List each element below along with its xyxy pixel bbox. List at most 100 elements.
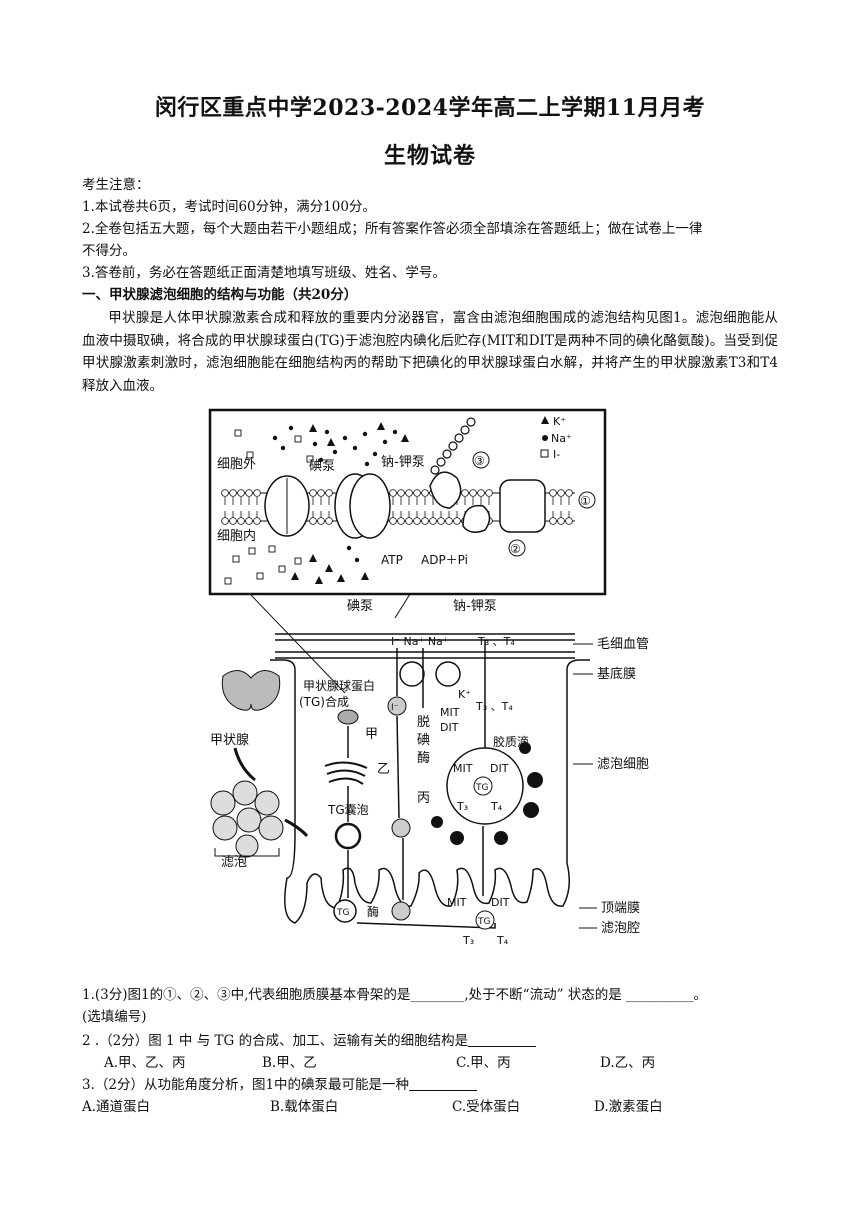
question-2-text: 2 .（2分）图 1 中 与 TG 的合成、加工、运输有关的细胞结构是: [82, 1033, 469, 1049]
q2-option-d[interactable]: D.乙、丙: [600, 1055, 656, 1071]
cell-label-dit-in: DIT: [490, 762, 509, 775]
paragraph-text: 甲状腺是人体甲状腺激素合成和释放的重要内分泌器官，富含由滤泡细胞围成的滤泡结构见…: [82, 310, 778, 394]
label-iodine-pump: 碘泵: [309, 459, 335, 474]
question-3: 3.（2分）从功能角度分析，图1中的碘泵最可能是一种: [82, 1074, 782, 1096]
q2-option-b[interactable]: B.甲、乙: [262, 1055, 317, 1071]
exam-subtitle: 生物试卷: [383, 143, 476, 169]
cell-label-dit: DIT: [440, 721, 459, 734]
cell-label-basement: 基底膜: [597, 666, 636, 682]
iodide-circle-2: [391, 818, 411, 838]
cell-label-tg-bottom: TG: [477, 917, 490, 927]
cell-label-i-1: I⁻: [391, 703, 399, 713]
cell-label-thyroid: 甲状腺: [210, 733, 249, 748]
figure-1: K⁺ Na⁺ I- 细胞外 细胞内 碘泵 钠-钾泵 ATP ADP＋Pi ① ②…: [195, 408, 665, 948]
legend: K⁺ Na⁺ I-: [540, 415, 572, 461]
question-3-blank[interactable]: [409, 1076, 478, 1091]
inset-connector-left: [249, 593, 346, 694]
question-2-blank[interactable]: [468, 1032, 537, 1047]
cell-label-ions: I⁻ Na⁺ Na⁺: [391, 635, 449, 648]
cell-label-mit-in: MIT: [453, 762, 473, 775]
cell-na-k-pump: [435, 661, 461, 687]
notice-item-3: 3.答卷前，务必在答题纸正面清楚地填写班级、姓名、学号。: [82, 265, 446, 281]
notice-item-2-cont: 不得分。: [82, 243, 136, 259]
cell-label-lumen: 滤泡腔: [601, 921, 640, 936]
follicular-cell-outline: [284, 659, 590, 924]
cell-label-apical: 顶端膜: [601, 901, 640, 916]
cell-iodine-pump: [399, 661, 425, 687]
cell-label-iodine-pump: 碘泵: [347, 599, 373, 614]
cell-label-yi: 乙: [377, 762, 390, 777]
cell-label-t3-in: T₃: [456, 800, 468, 813]
cell-label-dit-bottom: DIT: [491, 896, 510, 909]
follicle-arrow: [284, 818, 309, 838]
question-3-text: 3.（2分）从功能角度分析，图1中的碘泵最可能是一种: [82, 1077, 410, 1093]
cell-label-mit-bottom: MIT: [447, 896, 467, 909]
cell-label-mit: MIT: [440, 706, 460, 719]
cell-label-t4-bottom: T₄: [496, 934, 509, 947]
cell-label-t3t4-mid: T₃ 、T₄: [475, 700, 513, 713]
thyroid-gland-icon: [221, 670, 281, 711]
cell-label-deiodinase-2: 碘: [417, 733, 430, 748]
cell-label-deiodinase-3: 酶: [417, 750, 430, 766]
cell-label-na-k-pump: 钠-钾泵: [453, 599, 497, 614]
label-n3: ③: [474, 454, 485, 468]
label-outside: 细胞外: [217, 457, 256, 472]
cell-label-k: K⁺: [458, 688, 471, 701]
q2-option-c[interactable]: C.甲、丙: [456, 1055, 511, 1071]
q3-option-d[interactable]: D.激素蛋白: [594, 1099, 663, 1115]
label-na-k-pump: 钠-钾泵: [381, 455, 425, 470]
notice-item-1: 1.本试卷共6页，考试时间60分钟，满分100分。: [82, 199, 376, 215]
question-1-cont: (选填编号): [82, 1009, 147, 1025]
question-1: 1.(3分)图1的①、②、③中,代表细胞质膜基本骨架的是________,处于不…: [82, 987, 708, 1003]
legend-k: K⁺: [553, 415, 566, 428]
glycoprotein: [429, 471, 462, 509]
peripheral-protein: [462, 504, 491, 533]
cell-label-t4-in: T₄: [490, 800, 503, 813]
cell-label-follicle: 滤泡: [221, 855, 247, 870]
flow-arrows: [347, 640, 496, 929]
golgi-icon: [324, 761, 368, 785]
cell-label-bing: 丙: [417, 791, 430, 806]
q3-option-a[interactable]: A.通道蛋白: [82, 1099, 151, 1115]
label-adp: ADP＋Pi: [421, 553, 468, 567]
notice-item-2: 2.全卷包括五大题，每个大题由若干小题组成；所有答案作答必须全部填涂在答题纸上；…: [82, 221, 703, 237]
legend-na: Na⁺: [551, 432, 572, 445]
cell-label-tg-lumen: TG: [336, 908, 349, 918]
iodide-circle-3: [391, 901, 411, 921]
cell-label-tg-synth-2: (TG)合成: [299, 694, 349, 709]
section-heading: 一、甲状腺滤泡细胞的结构与功能（共20分）: [82, 287, 358, 303]
tg-vesicle-icon: [334, 822, 362, 850]
inset-connector-right: [394, 593, 411, 619]
figure-svg: K⁺ Na⁺ I- 细胞外 细胞内 碘泵 钠-钾泵 ATP ADP＋Pi ① ②…: [208, 408, 649, 947]
label-n2: ②: [510, 542, 521, 556]
cell-label-tg-in: TG: [475, 783, 488, 793]
cell-label-follicular-cell: 滤泡细胞: [597, 757, 649, 772]
transmembrane-protein: [499, 479, 546, 533]
exam-title: 闵行区重点中学2023-2024学年高二上学期11月月考: [154, 95, 706, 121]
cell-label-tg-synth-1: 甲状腺球蛋白: [303, 678, 375, 693]
capillary-wall: [275, 633, 575, 659]
na-k-pump-protein: [349, 473, 391, 539]
follicle-cluster-icon: [210, 780, 284, 858]
label-inside: 细胞内: [217, 528, 256, 544]
sugar-chain: [430, 417, 476, 475]
iodide-circle-1: [387, 696, 407, 716]
thyroid-arrow: [233, 747, 256, 782]
legend-i: I-: [553, 448, 560, 461]
label-n1: ①: [580, 494, 591, 508]
er-icon: [337, 709, 359, 725]
q3-option-b[interactable]: B.载体蛋白: [270, 1099, 339, 1115]
q2-option-a[interactable]: A.甲、乙、丙: [104, 1055, 186, 1071]
question-2: 2 .（2分）图 1 中 与 TG 的合成、加工、运输有关的细胞结构是: [82, 1030, 782, 1052]
tg-lumen-icon: [333, 899, 357, 923]
cell-label-capillary: 毛细血管: [597, 637, 649, 652]
label-atp: ATP: [381, 553, 403, 567]
q3-option-c[interactable]: C.受体蛋白: [452, 1099, 521, 1115]
cell-label-t3t4-top: T₃ 、T₄: [477, 635, 515, 648]
notice-heading: 考生注意：: [82, 177, 150, 193]
section-paragraph: 甲状腺是人体甲状腺激素合成和释放的重要内分泌器官，富含由滤泡细胞围成的滤泡结构见…: [82, 307, 778, 397]
cell-label-t3-bottom: T₃: [462, 934, 474, 947]
cell-label-jia: 甲: [365, 727, 378, 742]
cell-label-enzyme: 酶: [367, 904, 379, 919]
